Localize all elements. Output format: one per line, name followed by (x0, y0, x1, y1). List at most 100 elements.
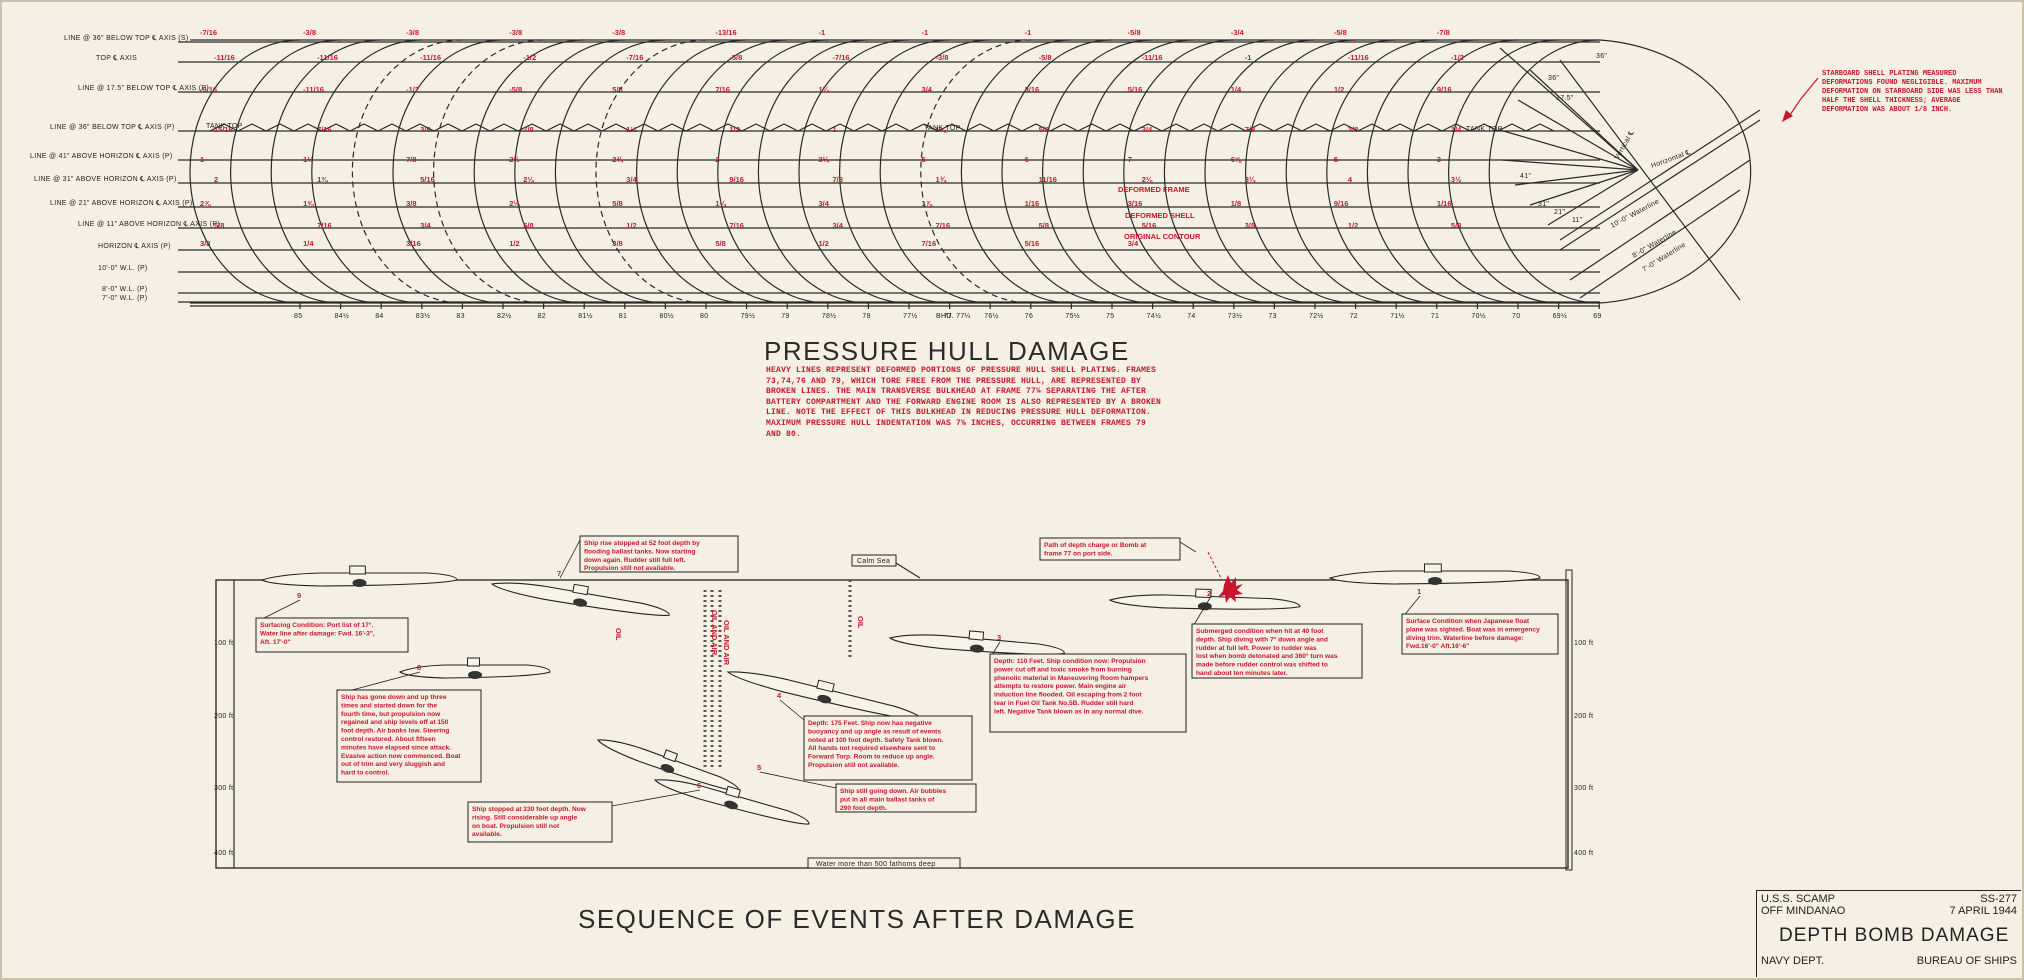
frame-label: 84 (375, 313, 383, 320)
deformation-value: 9/16 (1334, 199, 1349, 208)
frame-label: 81 (619, 313, 627, 320)
deformation-value: -1/2 (406, 85, 419, 94)
deformation-value: 3/4 (626, 175, 637, 184)
deformation-value: 15/16 (214, 125, 233, 134)
frame-contour (433, 39, 544, 304)
frame-label: 70 (1512, 313, 1520, 320)
bubble-label: OIL AND AIR (710, 610, 719, 656)
deformation-value: 3/4 (1128, 239, 1139, 248)
deformation-value: 3/4 (818, 199, 829, 208)
frame-contour (473, 39, 585, 304)
deformation-value: 9/16 (1437, 85, 1452, 94)
frame-contour (351, 39, 463, 304)
deformation-value: 4 (1348, 175, 1353, 184)
dim-label: 11" (1572, 217, 1583, 224)
event-callout: Ship stopped at 330 foot depth. Nowrisin… (467, 781, 701, 843)
frame-contour (839, 39, 950, 304)
frame-label: 76 (1025, 313, 1033, 320)
event-number: 6 (697, 781, 701, 790)
callout-line: Depth: 175 Feet. Ship now has negative (808, 720, 932, 727)
section-radial-line (1501, 159, 1639, 171)
event-number: 4 (777, 691, 782, 700)
deformation-value: 7 (1128, 155, 1132, 164)
callout-line: Path of depth charge or Bomb at (1044, 542, 1147, 549)
frame-label: 78½ (822, 312, 837, 320)
deformation-value: 1⅝ (303, 199, 314, 208)
deformation-value: -1 (922, 28, 929, 37)
callout-line: down again. Rudder still full left. (584, 557, 686, 564)
depth-mark-right: 300 ft (1574, 785, 1593, 792)
frame-label: 77 (944, 313, 952, 320)
bubble-label: OIL (856, 616, 865, 629)
frame-contour (879, 39, 991, 304)
section-radial-line (1499, 47, 1639, 171)
deformation-value: 1/2 (626, 221, 636, 230)
frame-label: 73 (1268, 313, 1276, 320)
deformation-value: 1/2 (509, 239, 519, 248)
frame-contour (1326, 39, 1437, 304)
callout-line: tear in Fuel Oil Tank No.5B. Rudder stil… (994, 700, 1133, 707)
deformation-value: -3/8 (303, 28, 316, 37)
deformation-value: 1/2 (729, 125, 739, 134)
event-callout: Surfacing Condition: Port list of 17°.Wa… (255, 591, 409, 653)
calm-sea-box (851, 554, 897, 567)
deformation-value: 2⅛ (1142, 175, 1153, 184)
event-number: 2 (1207, 589, 1211, 598)
callout-line: noted at 100 foot depth. Safety Tank blo… (808, 737, 944, 744)
frame-label: 72½ (1309, 312, 1324, 320)
deformation-value: 3/8 (200, 239, 210, 248)
frame-contour (1407, 39, 1519, 304)
depth-mark-right: 400 ft (1574, 850, 1593, 857)
frame-contour (1285, 39, 1397, 304)
section-radial-line (1529, 69, 1639, 171)
callout-line: All hands not required elsewhere sent to (808, 745, 935, 752)
callout-line: left. Negative Tank blown as in any norm… (994, 708, 1144, 715)
callout-line: lost when bomb detonated and 360° turn w… (1196, 652, 1338, 660)
deformation-value: -1 (1025, 28, 1032, 37)
deformation-value: -3/8 (406, 28, 419, 37)
title-block: U.S.S. SCAMP SS-277 OFF MINDANAO 7 APRIL… (1756, 890, 2021, 977)
deformation-value: 3¼ (1245, 175, 1256, 184)
waterline-8 (1569, 159, 1751, 281)
deformation-value: 3/4 (1142, 125, 1153, 134)
deformation-value: 5/8 (1039, 125, 1049, 134)
deformation-value: 3/16 (406, 239, 421, 248)
deformation-value: 1⅛ (936, 125, 947, 134)
deformation-value: 1/16 (1025, 199, 1040, 208)
frame-contour (1123, 39, 1234, 304)
deformation-value: 1⅜ (317, 175, 328, 184)
section-radial-line (1514, 169, 1639, 186)
deformation-value: 9/16 (729, 175, 744, 184)
callout-line: Ship has gone down and up three (341, 694, 447, 701)
frame-label: 80½ (659, 312, 674, 320)
water-depth-box (807, 857, 961, 869)
drawing-title: DEPTH BOMB DAMAGE (1779, 925, 2010, 946)
deformation-value: 5 (1334, 155, 1338, 164)
hull-diagram (178, 39, 1761, 304)
frame-label: 77½ (903, 312, 918, 320)
frame-label: 75 (1106, 313, 1114, 320)
frame-contour (1245, 39, 1356, 304)
callout-line: Aft. 17'-0" (260, 639, 291, 646)
frame-contour (554, 39, 666, 304)
deformation-value: -7/8 (1437, 28, 1450, 37)
frame-contour (595, 39, 707, 304)
deformation-value: -5/8 (509, 85, 522, 94)
frame-label: 71½ (1390, 312, 1405, 320)
deformation-values: -7/16-3/8-3/8-3/8-3/8-13/16-1-1-1-5/8-3/… (200, 28, 1464, 248)
frame-label: 70½ (1471, 312, 1486, 320)
deformation-value: 7/16 (936, 221, 951, 230)
line-label: 8'-0" W.L. (P) (102, 286, 147, 293)
sequence-title: SEQUENCE OF EVENTS AFTER DAMAGE (578, 904, 1136, 934)
callout-line: rudder at full left. Power to rudder was (1196, 645, 1317, 652)
deformation-value: 5/8 (1039, 221, 1049, 230)
frame-contour (636, 39, 747, 304)
waterline-10 (1559, 119, 1761, 251)
callout-line: depth. Ship diving with 7° down angle an… (1196, 635, 1328, 643)
deformation-value: 5/8 (1451, 221, 1461, 230)
frame-label: 79½ (741, 312, 756, 320)
frame-contour (717, 39, 828, 304)
